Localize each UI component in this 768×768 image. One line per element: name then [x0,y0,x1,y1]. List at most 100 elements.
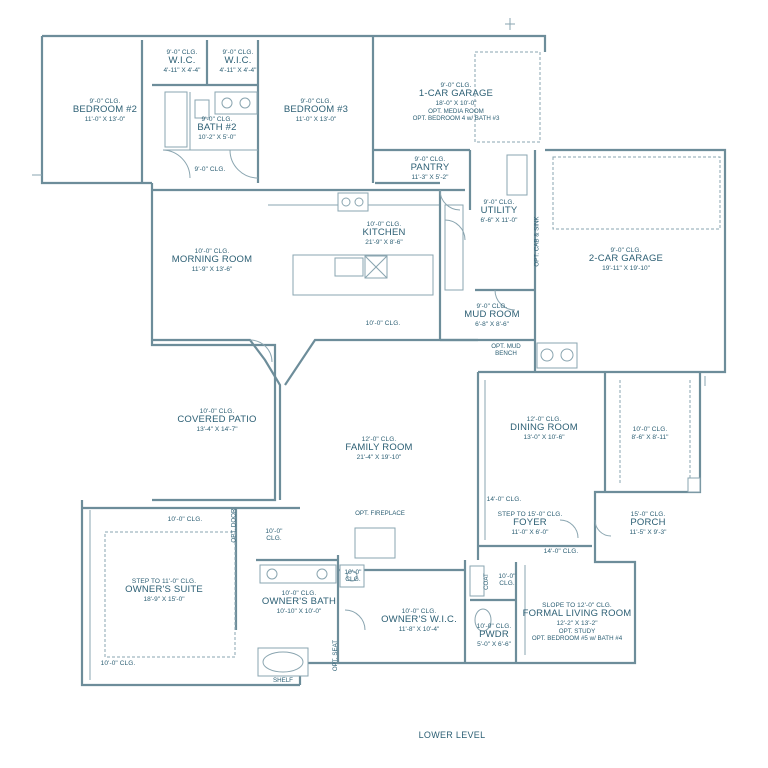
room-dimensions: 13'-4" X 14'-7" [196,426,238,434]
room-bath-2: 9'-0" CLG. BATH #2 10'-2" X 5'-0" [197,116,236,142]
front-room-dimensions: 8'-6" X 8'-11" [631,434,669,441]
ceiling-height: 12'-0" CLG. [361,436,397,443]
room-name: 1-CAR GARAGE [418,88,494,100]
ceiling-height: 9'-0" CLG. [300,98,332,105]
ceiling-height: 10'-0" CLG. [476,623,512,630]
ceiling-height: SLOPE TO 12'-0" CLG. [542,602,612,609]
ceiling-height: 10'-0" CLG. [366,221,402,228]
room-name: KITCHEN [362,227,406,239]
room-owners-wic: 10'-0" CLG. OWNER'S W.I.C. 11'-8" X 10'-… [381,608,457,634]
ceiling-height: 9'-0" CLG. [414,156,446,163]
opt-seat-label: OPT. SEAT [332,639,340,672]
room-dimensions: 21'-9" X 8'-6" [365,239,403,247]
room-name: FOYER [513,517,547,529]
room-2-car-garage: 9'-0" CLG. 2-CAR GARAGE 19'-11" X 19'-10… [589,247,663,273]
room-dimensions: 11'-8" X 10'-4" [398,626,440,634]
ceiling-height: 12'-0" CLG. [526,416,562,423]
room-note: OPT. BEDROOM #5 w/ BATH #4 [531,634,623,642]
room-name: W.I.C. [224,55,252,67]
room-1-car-garage: 9'-0" CLG. 1-CAR GARAGE 18'-0" X 10'-0" … [413,82,500,122]
room-name: FAMILY ROOM [345,442,413,454]
room-dimensions: 11'-5" X 9'-3" [629,529,667,537]
ceiling-height: 9'-0" CLG. [610,247,642,254]
coat-closet-label: COAT [482,573,490,590]
room-name: 2-CAR GARAGE [588,253,664,265]
ceiling-height: STEP TO 11'-0" CLG. [131,578,197,585]
suite-corner-ceiling-note: 10'-0" CLG. [265,528,283,543]
room-dimensions: 13'-0" X 10'-6" [523,434,565,442]
opt-door-note: OPT. DOOR [230,508,238,543]
room-covered-patio: 10'-0" CLG. COVERED PATIO 13'-4" X 14'-7… [177,408,256,434]
room-name: UTILITY [480,205,518,217]
opt-cab-sink-note: OPT. CAB & SINK [533,216,541,267]
ceiling-height: 9'-0" CLG. [201,116,233,123]
opt-mud-bench-note: OPT. MUD BENCH [491,343,521,358]
foyer-bottom-ceiling-note: 14'-0" CLG. [543,548,579,555]
room-dimensions: 10'-2" X 5'-0" [198,134,236,142]
ceiling-height: 9'-0" CLG. [476,303,508,310]
room-owners-suite: STEP TO 11'-0" CLG. OWNER'S SUITE 18'-9"… [125,578,203,604]
room-name: PWDR [479,629,509,641]
room-bedroom-3: 9'-0" CLG. BEDROOM #3 11'-0" X 13'-0" [284,98,348,124]
room-dimensions: 12'-2" X 13'-2" [556,620,598,628]
room-formal-living: SLOPE TO 12'-0" CLG. FORMAL LIVING ROOM … [523,602,632,642]
ceiling-height: 9'-0" CLG. [166,49,198,56]
room-name: DINING ROOM [510,422,578,434]
coat-ceiling-note: 10'-0" CLG. [498,573,516,588]
room-bedroom-2: 9'-0" CLG. BEDROOM #2 11'-0" X 13'-0" [73,98,137,124]
room-name: MUD ROOM [464,309,520,321]
room-dimensions: 18'-0" X 10'-0" [435,100,477,108]
ceiling-height: 9'-0" CLG. [89,98,121,105]
family-extension-ceiling-note: 10'-0" CLG. [365,320,401,327]
room-name: PANTRY [410,162,450,174]
detail-lines [89,51,721,680]
room-wic-2: 9'-0" CLG. W.I.C. 4'-11" X 4'-4" [220,49,257,75]
room-name: BATH #2 [197,122,237,134]
room-dimensions: 11'-3" X 5'-2" [411,174,449,182]
interior-walls [82,36,610,663]
ceiling-height: 10'-0" CLG. [194,248,230,255]
ceiling-height: 15'-0" CLG. [630,511,666,518]
room-dimensions: 5'-0" X 6'-6" [477,641,511,649]
room-name: W.I.C. [168,55,196,67]
ceiling-height: 9'-0" CLG. [222,49,254,56]
room-name: FORMAL LIVING ROOM [522,608,632,620]
exterior-walls [40,34,727,687]
room-dimensions: 19'-11" X 19'-10" [602,265,650,273]
door-swings [162,149,612,631]
room-porch: 15'-0" CLG. PORCH 11'-5" X 9'-3" [630,511,667,537]
ceiling-height: STEP TO 15'-0" CLG. [497,511,563,518]
room-dimensions: 18'-9" X 15'-0" [143,596,185,604]
room-dining-room: 12'-0" CLG. DINING ROOM 13'-0" X 10'-6" [510,416,578,442]
room-name: OWNER'S SUITE [125,584,203,596]
room-dimensions: 11'-9" X 13'-6" [191,266,233,274]
room-mud-room: 9'-0" CLG. MUD ROOM 6'-8" X 8'-6" [464,303,519,329]
room-dimensions: 21'-4" X 19'-10" [356,454,402,462]
symbols [32,18,706,386]
room-name: MORNING ROOM [171,254,253,266]
room-name: BEDROOM #3 [283,104,349,116]
room-note: OPT. BEDROOM 4 w/ BATH #3 [412,114,500,122]
room-note: OPT. MEDIA ROOM [428,107,484,115]
closet-ceiling-note: 10'-0" CLG. [344,569,362,584]
suite-bottom-ceiling-note: 10'-0" CLG. [100,660,136,667]
room-owners-bath: 10'-0" CLG. OWNER'S BATH 10'-10" X 10'-0… [262,590,336,616]
ceiling-height: 10'-0" CLG. [199,408,235,415]
shelf-label: SHELF [273,677,293,684]
fixtures [164,91,701,677]
ceiling-height: 9'-0" CLG. [483,199,515,206]
room-dimensions: 6'-6" X 11'-0" [480,217,518,225]
room-dimensions: 11'-0" X 13'-0" [295,116,337,124]
suite-top-ceiling-note: 10'-0" CLG. [167,516,203,523]
room-dimensions: 10'-10" X 10'-0" [276,608,322,616]
front-room-ceiling-note: 10'-0" CLG. [632,426,668,433]
room-dimensions: 11'-0" X 6'-0" [511,529,549,537]
room-name: OWNER'S W.I.C. [381,614,457,626]
room-dimensions: 11'-0" X 13'-0" [84,116,126,124]
opt-fireplace-label: OPT. FIREPLACE [355,510,405,517]
room-morning-room: 10'-0" CLG. MORNING ROOM 11'-9" X 13'-6" [172,248,253,274]
room-name: BEDROOM #2 [72,104,138,116]
room-name: OWNER'S BATH [261,596,337,608]
room-dimensions: 6'-8" X 8'-6" [475,321,509,329]
